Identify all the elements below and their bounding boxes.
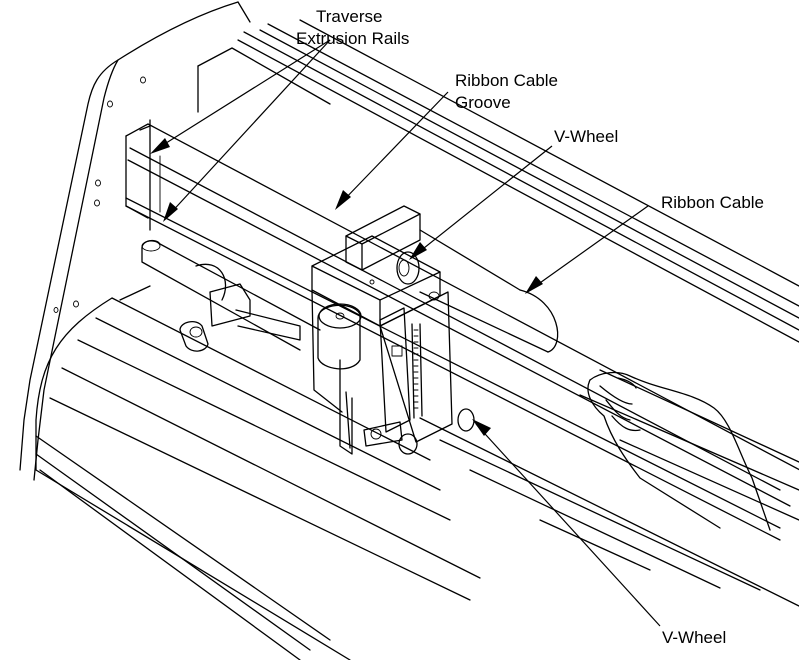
label-ribbon-cable: Ribbon Cable (661, 193, 764, 212)
label-vwheel-bottom: V-Wheel (662, 628, 726, 647)
vwheel-top-arrow (409, 242, 427, 260)
lower-rod (141, 239, 321, 351)
rear-beam (149, 19, 799, 343)
groove-arrow (335, 190, 351, 210)
carriage-assembly (311, 205, 475, 455)
vwheel-bottom-arrow (472, 419, 491, 436)
label-traverse-line1: Traverse (316, 7, 382, 26)
label-groove-line2: Groove (455, 93, 511, 112)
side-plate (19, 1, 251, 481)
platen (35, 297, 799, 660)
callout-vwheel-bottom (472, 419, 661, 627)
callout-ribbon-cable (525, 205, 649, 294)
label-traverse-line2: Extrusion Rails (296, 29, 409, 48)
label-groove-line1: Ribbon Cable (455, 71, 558, 90)
callout-ribbon-cable-groove (335, 91, 449, 210)
left-tool-holder (119, 283, 301, 352)
callout-traverse-rails (150, 39, 331, 222)
callout-vwheel-top (409, 145, 553, 260)
ribbon-cable-drawing (419, 229, 559, 353)
traverse-rail-arrow-lower (163, 202, 178, 222)
label-vwheel-top: V-Wheel (554, 127, 618, 146)
hand-drawing (587, 371, 771, 531)
traverse-rail-arrow-upper (150, 138, 170, 154)
traverse-extrusion-rail (125, 123, 799, 541)
ribbon-cable-arrow (525, 276, 543, 294)
